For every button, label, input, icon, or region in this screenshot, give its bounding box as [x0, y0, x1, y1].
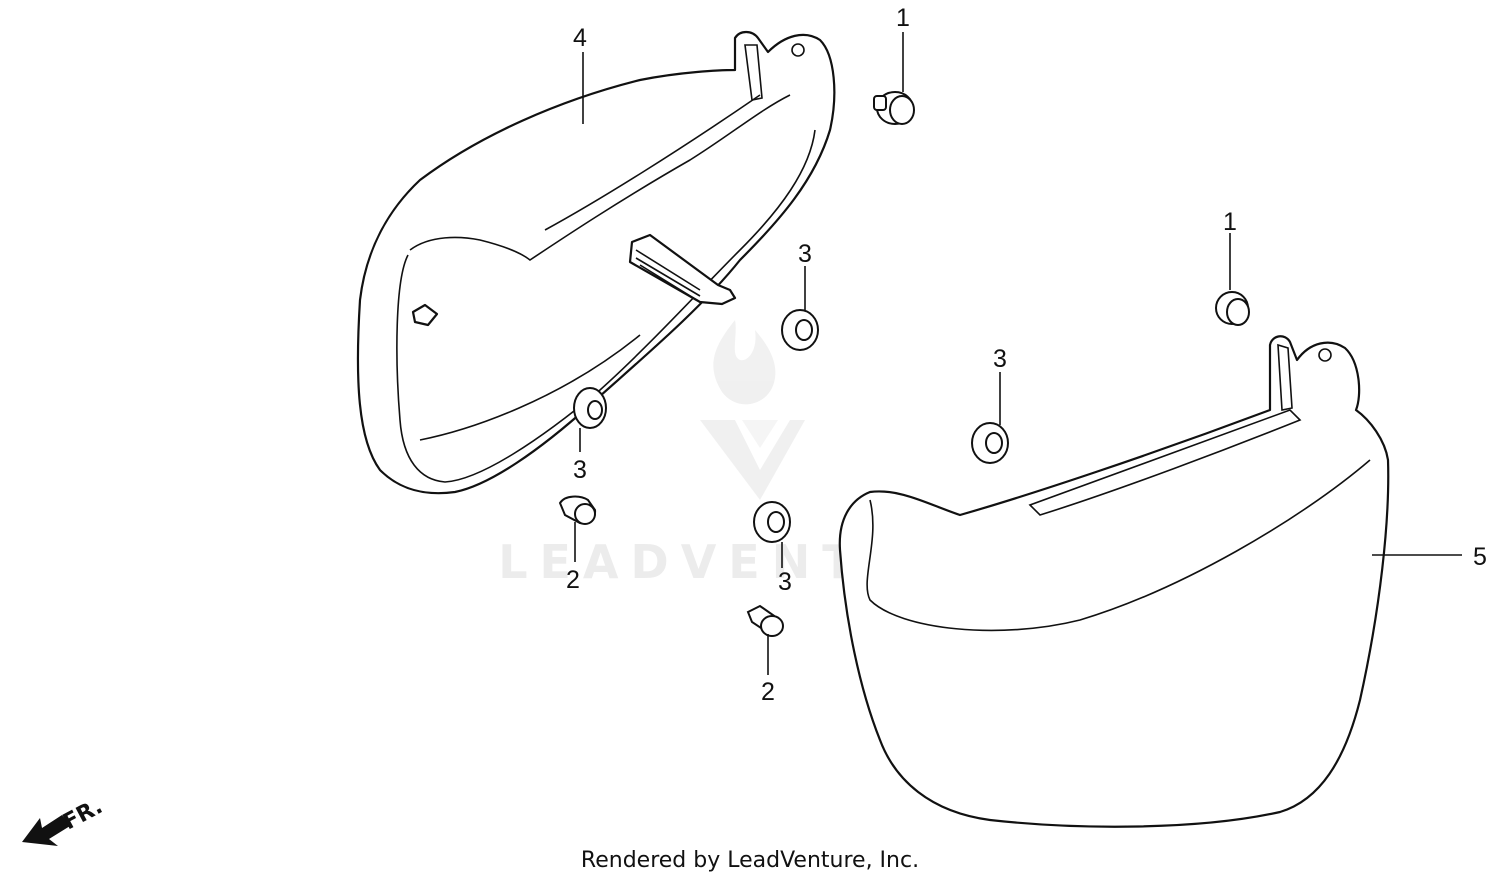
callout-1-lower: 1	[1223, 208, 1237, 236]
grommet-1-upper	[873, 91, 915, 125]
grommet-3-a	[781, 309, 819, 351]
callout-4: 4	[573, 24, 587, 52]
watermark-logo	[700, 320, 805, 500]
callout-3-d: 3	[778, 568, 792, 596]
callout-5: 5	[1473, 543, 1487, 571]
callout-3-c: 3	[993, 345, 1007, 373]
left-side-cover	[356, 30, 836, 495]
right-side-cover	[838, 335, 1390, 828]
pin-2-a	[558, 495, 597, 525]
leader-lines	[574, 32, 1462, 675]
front-direction-label: FR.	[59, 794, 107, 835]
front-arrow-icon	[22, 815, 70, 846]
grommet-3-b	[573, 387, 607, 429]
grommet-3-d	[753, 501, 791, 543]
callout-3-b: 3	[573, 456, 587, 484]
footer-credit: Rendered by LeadVenture, Inc.	[580, 848, 920, 873]
callout-1-upper: 1	[896, 4, 910, 32]
grommet-1-lower	[1215, 291, 1250, 326]
callout-2-a: 2	[566, 566, 580, 594]
callout-2-b: 2	[761, 678, 775, 706]
grommet-3-c	[971, 422, 1009, 464]
pin-2-b	[746, 604, 784, 637]
callout-3-a: 3	[798, 240, 812, 268]
